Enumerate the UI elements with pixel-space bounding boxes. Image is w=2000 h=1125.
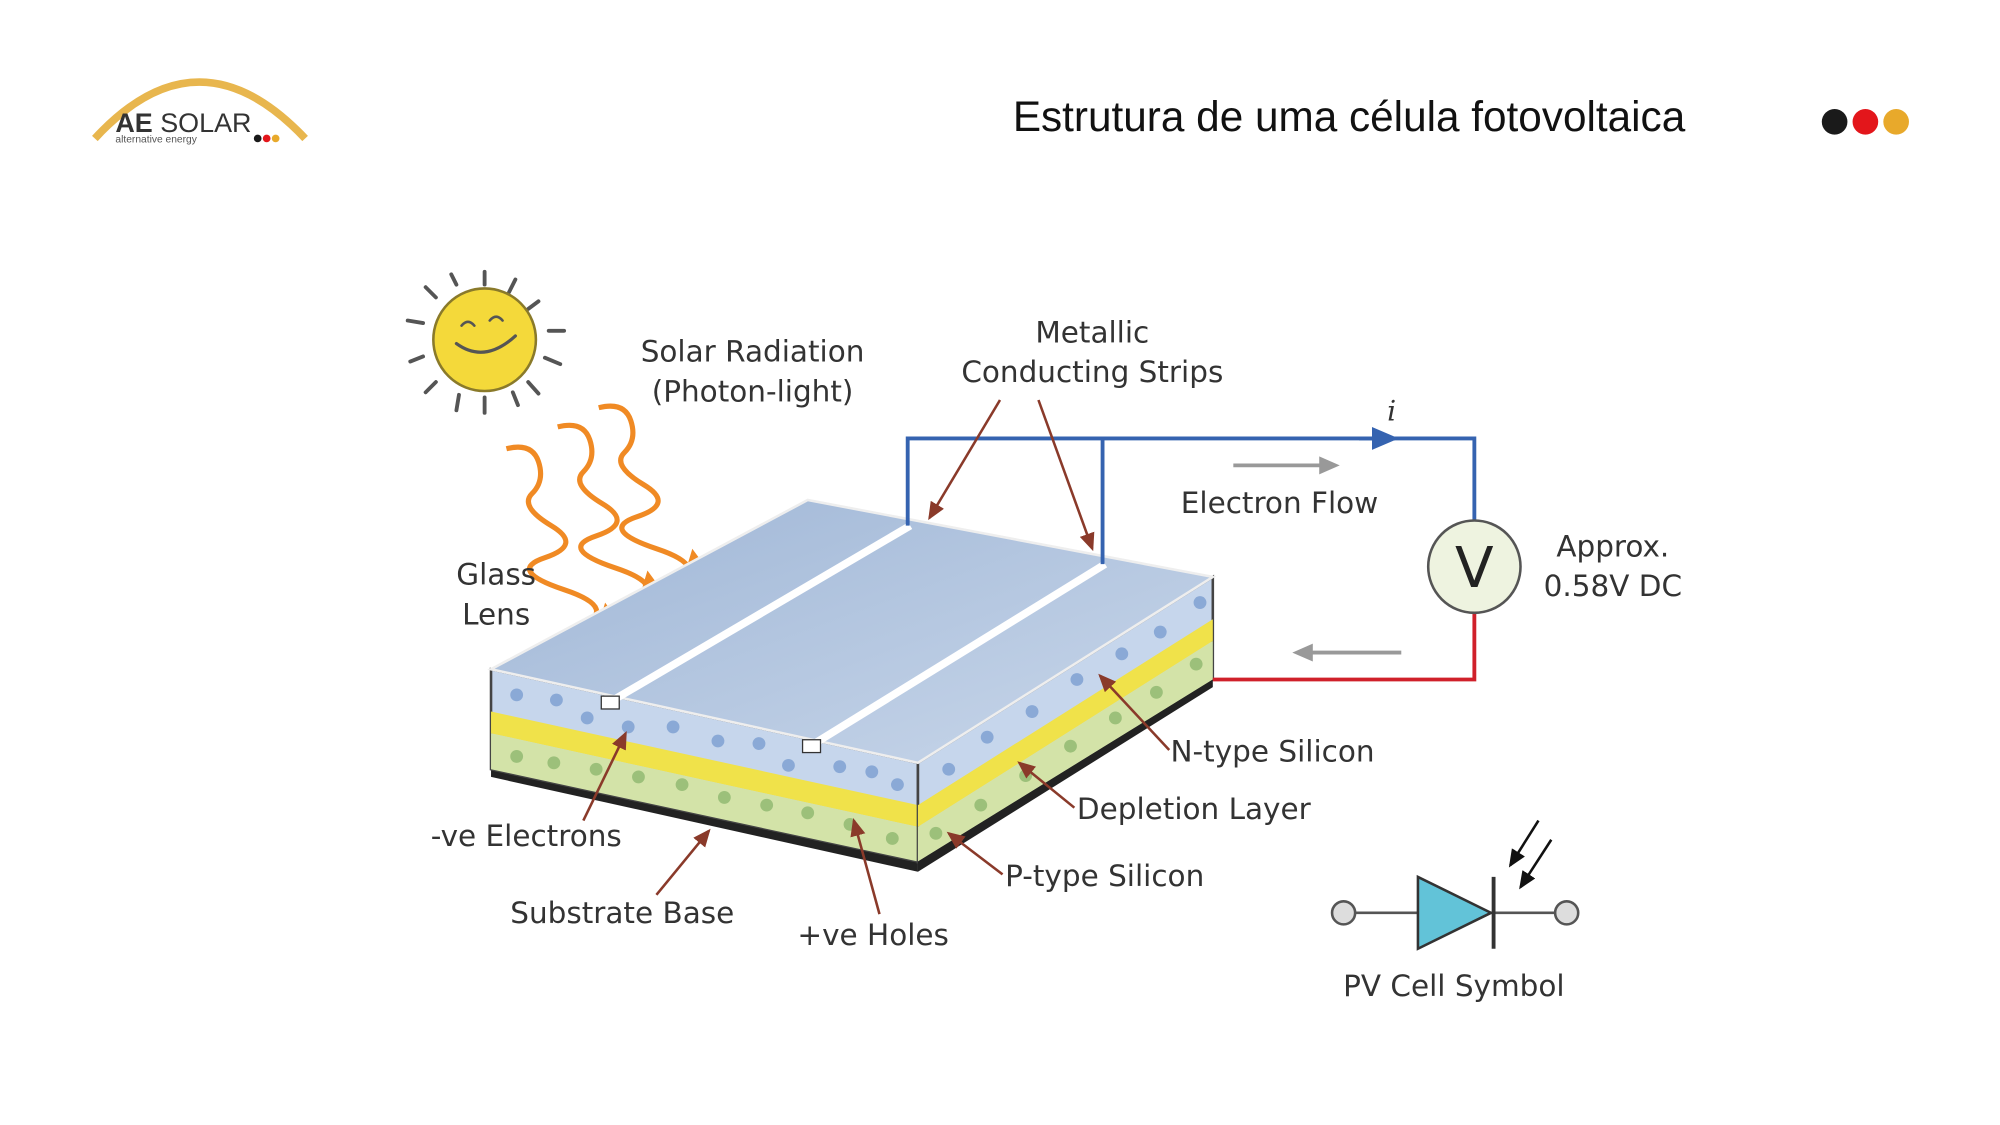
conducting-strip <box>607 522 913 706</box>
label-pointers <box>582 399 1171 915</box>
label-conducting-strips: Conducting Strips <box>961 355 1223 389</box>
label-electron-flow: Electron Flow <box>1181 486 1379 520</box>
label-pv-symbol: PV Cell Symbol <box>1343 969 1565 1003</box>
label-electrons: -ve Electrons <box>431 819 622 853</box>
solar-cell-block <box>487 498 1217 872</box>
conducting-strip <box>808 560 1108 750</box>
sun-icon <box>405 269 567 415</box>
label-glass: Glass <box>456 558 536 592</box>
dot-orange <box>1883 108 1909 135</box>
label-holes: +ve Holes <box>797 918 948 952</box>
dot-red <box>1852 108 1879 135</box>
dot-black <box>1821 108 1848 135</box>
label-metallic: Metallic <box>1035 315 1149 349</box>
brand-dots <box>1821 108 1909 135</box>
logo-tagline: alternative energy <box>115 134 197 145</box>
label-n-type: N-type Silicon <box>1171 735 1375 769</box>
logo-arc <box>92 78 308 142</box>
voltmeter-label: V <box>1455 536 1494 601</box>
label-photon-light: (Photon-light) <box>652 374 854 408</box>
label-lens: Lens <box>462 597 530 631</box>
label-substrate: Substrate Base <box>510 896 734 930</box>
pv-cell-symbol <box>1330 819 1580 951</box>
label-p-type: P-type Silicon <box>1005 859 1204 893</box>
circuit <box>905 426 1477 682</box>
label-approx: Approx. <box>1556 529 1669 563</box>
ae-solar-logo: AE SOLAR alternative energy <box>92 78 308 145</box>
logo-brand: AE SOLAR <box>115 108 251 138</box>
label-current: i <box>1387 395 1396 428</box>
page-title: Estrutura de uma célula fotovoltaica <box>1013 93 1686 140</box>
label-solar-radiation: Solar Radiation <box>641 335 865 369</box>
label-depletion: Depletion Layer <box>1077 792 1312 826</box>
label-voltage: 0.58V DC <box>1544 569 1682 603</box>
voltmeter: V <box>1426 519 1522 615</box>
